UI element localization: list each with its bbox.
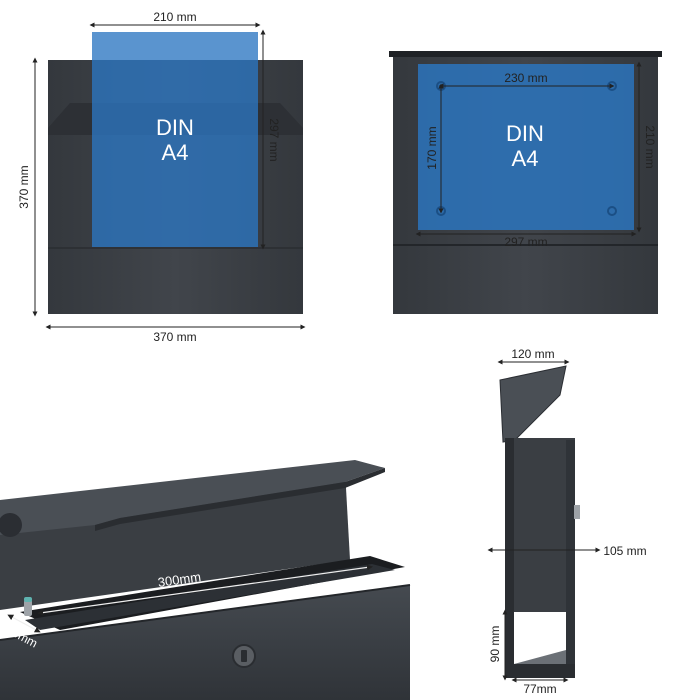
dimension-label-right: 297 mm [267,118,281,161]
dimension-label-slot-length: 300mm [157,569,202,590]
closeup-panel: 300mm 30mm [0,460,411,700]
dimension-label-right: 210 mm [643,125,657,168]
back-view-panel: DIN A4 230 mm 170 mm 210 mm 297 mm [389,51,662,314]
dimension-label-bottom-depth: 77mm [523,682,556,696]
a4-sheet-overlay-back [418,64,634,230]
side-body-rear-rail [505,438,514,678]
side-lid-open [499,365,567,443]
din-label-line2: A4 [512,146,539,171]
dimension-line-slot-length [37,564,373,616]
dimension-label-depth-mid: 105 mm [603,544,646,558]
dimension-label-bottom: 370 mm [153,330,196,344]
dimension-label-depth-top: 120 mm [511,347,554,361]
mailbox-closeup-lid-edge [95,468,385,531]
side-base [505,664,575,678]
din-label-line2: A4 [162,140,189,165]
door-sensor-tip [24,597,32,602]
dimension-label-bottom-height: 90 mm [488,626,502,663]
dimension-label-top: 210 mm [153,10,196,24]
mailbox-closeup-hinge [0,513,22,537]
side-view-panel: 120 mm 105 mm 90 mm 77mm [487,347,647,696]
side-body-front-rail [566,440,575,678]
side-lock [574,505,580,519]
door-sensor-pin [24,600,32,616]
mount-hole [607,206,617,216]
mailbox-lid [389,51,662,57]
dimension-label-holes-width: 230 mm [504,71,547,85]
dimension-label-bottom: 297 mm [504,235,547,249]
a4-sheet-overlay [92,32,258,247]
side-bottom-flap [514,650,566,664]
dimension-label-holes-height: 170 mm [425,126,439,169]
front-view-panel: DIN A4 210 mm 297 mm 370 mm 370 mm [17,10,306,344]
dimension-line-slot-depth [7,614,41,633]
dimension-label-left: 370 mm [17,165,31,208]
din-label-line1: DIN [156,115,194,140]
mailbox-closeup-lid [0,460,385,535]
din-label-line1: DIN [506,121,544,146]
lock-keyway [241,650,247,662]
